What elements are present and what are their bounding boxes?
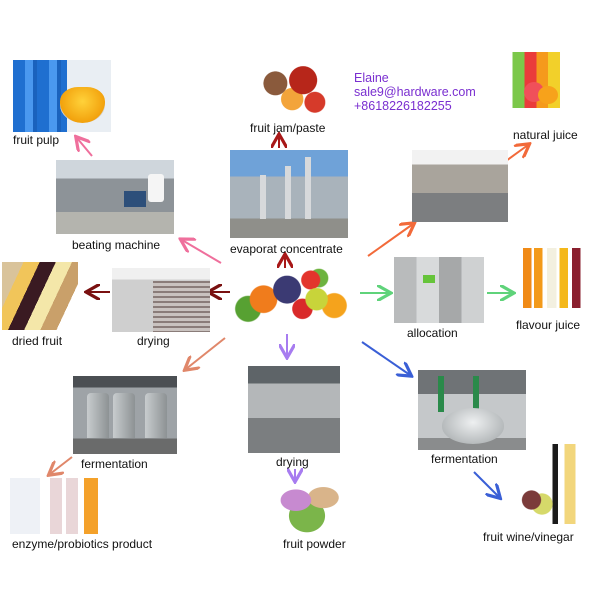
fruit-pulp-image	[13, 60, 111, 132]
green-label-icon	[422, 275, 435, 284]
fruit-powder-image	[270, 482, 344, 534]
green-pipe-icon	[473, 376, 479, 413]
arrow-beating-to-pulp	[77, 138, 93, 157]
evaporator-tower-icon	[285, 165, 291, 219]
fermentation-left-image	[73, 376, 177, 454]
evaporat-label: evaporat concentrate	[230, 242, 343, 256]
flavour-juice-label: flavour juice	[516, 318, 581, 332]
beating-machine-image	[56, 160, 174, 234]
arrow-center-to-beating	[182, 240, 222, 264]
dried-fruit-image	[2, 262, 78, 330]
fruit-wine-image	[514, 444, 584, 524]
juice-line-image	[412, 150, 508, 222]
fruit-jam-image	[246, 55, 330, 118]
steel-tank-icon	[441, 408, 505, 444]
beating-machine-label: beating machine	[72, 238, 161, 252]
arrow-center-to-fermleft	[186, 337, 226, 369]
spray-drying-image	[248, 366, 340, 453]
flavour-juice-image	[516, 248, 586, 308]
fruit-pulp-label: fruit pulp	[13, 133, 60, 147]
evaporator-tower-icon	[260, 174, 266, 219]
orange-icon	[538, 86, 558, 104]
evaporator-tower-icon	[305, 157, 311, 219]
enzyme-product-image	[10, 478, 110, 534]
contact-email[interactable]: sale9@hardware.com	[354, 85, 476, 99]
fermentation-left-label: fermentation	[81, 457, 148, 471]
allocation-image	[394, 257, 484, 323]
natural-juice-image	[506, 52, 572, 108]
arrow-juiceline-to-natural	[505, 145, 528, 162]
fermentation-right-image	[418, 370, 526, 450]
fermentation-tank-icon	[145, 393, 167, 439]
tank-icon	[148, 174, 164, 202]
pulp-bowl-icon	[60, 87, 106, 124]
evaporator-image	[230, 150, 348, 238]
contact-phone: +8618226182255	[354, 99, 452, 113]
arrow-center-to-fermright	[361, 341, 410, 375]
allocation-label: allocation	[407, 326, 458, 340]
fruit-wine-label: fruit wine/vinegar	[483, 530, 574, 544]
natural-juice-label: natural juice	[513, 128, 578, 142]
drying-room-image	[112, 268, 210, 332]
drying-room-label: drying	[137, 334, 170, 348]
contact-info: Elaine sale9@hardware.com +8618226182255	[354, 71, 476, 113]
arrow-fermright-to-wine	[473, 471, 499, 497]
mixed-fruits-image	[234, 264, 352, 328]
fruit-powder-label: fruit powder	[283, 537, 346, 551]
green-pipe-icon	[438, 376, 444, 413]
dried-fruit-label: dried fruit	[12, 334, 63, 348]
drying-rack-icon	[153, 280, 210, 332]
fruit-jam-label: fruit jam/paste	[250, 121, 326, 135]
fermentation-tank-icon	[113, 393, 135, 439]
arrow-fermleft-to-enzyme	[50, 456, 73, 474]
fermentation-tank-icon	[87, 393, 109, 439]
fermentation-right-label: fermentation	[431, 452, 498, 466]
enzyme-product-label: enzyme/probiotics product	[12, 537, 153, 551]
motor-icon	[124, 191, 147, 208]
arrow-center-to-juiceline	[367, 224, 413, 257]
blue-drums-icon	[13, 60, 67, 132]
drying-spray-label: drying	[276, 455, 309, 469]
contact-name: Elaine	[354, 71, 389, 85]
